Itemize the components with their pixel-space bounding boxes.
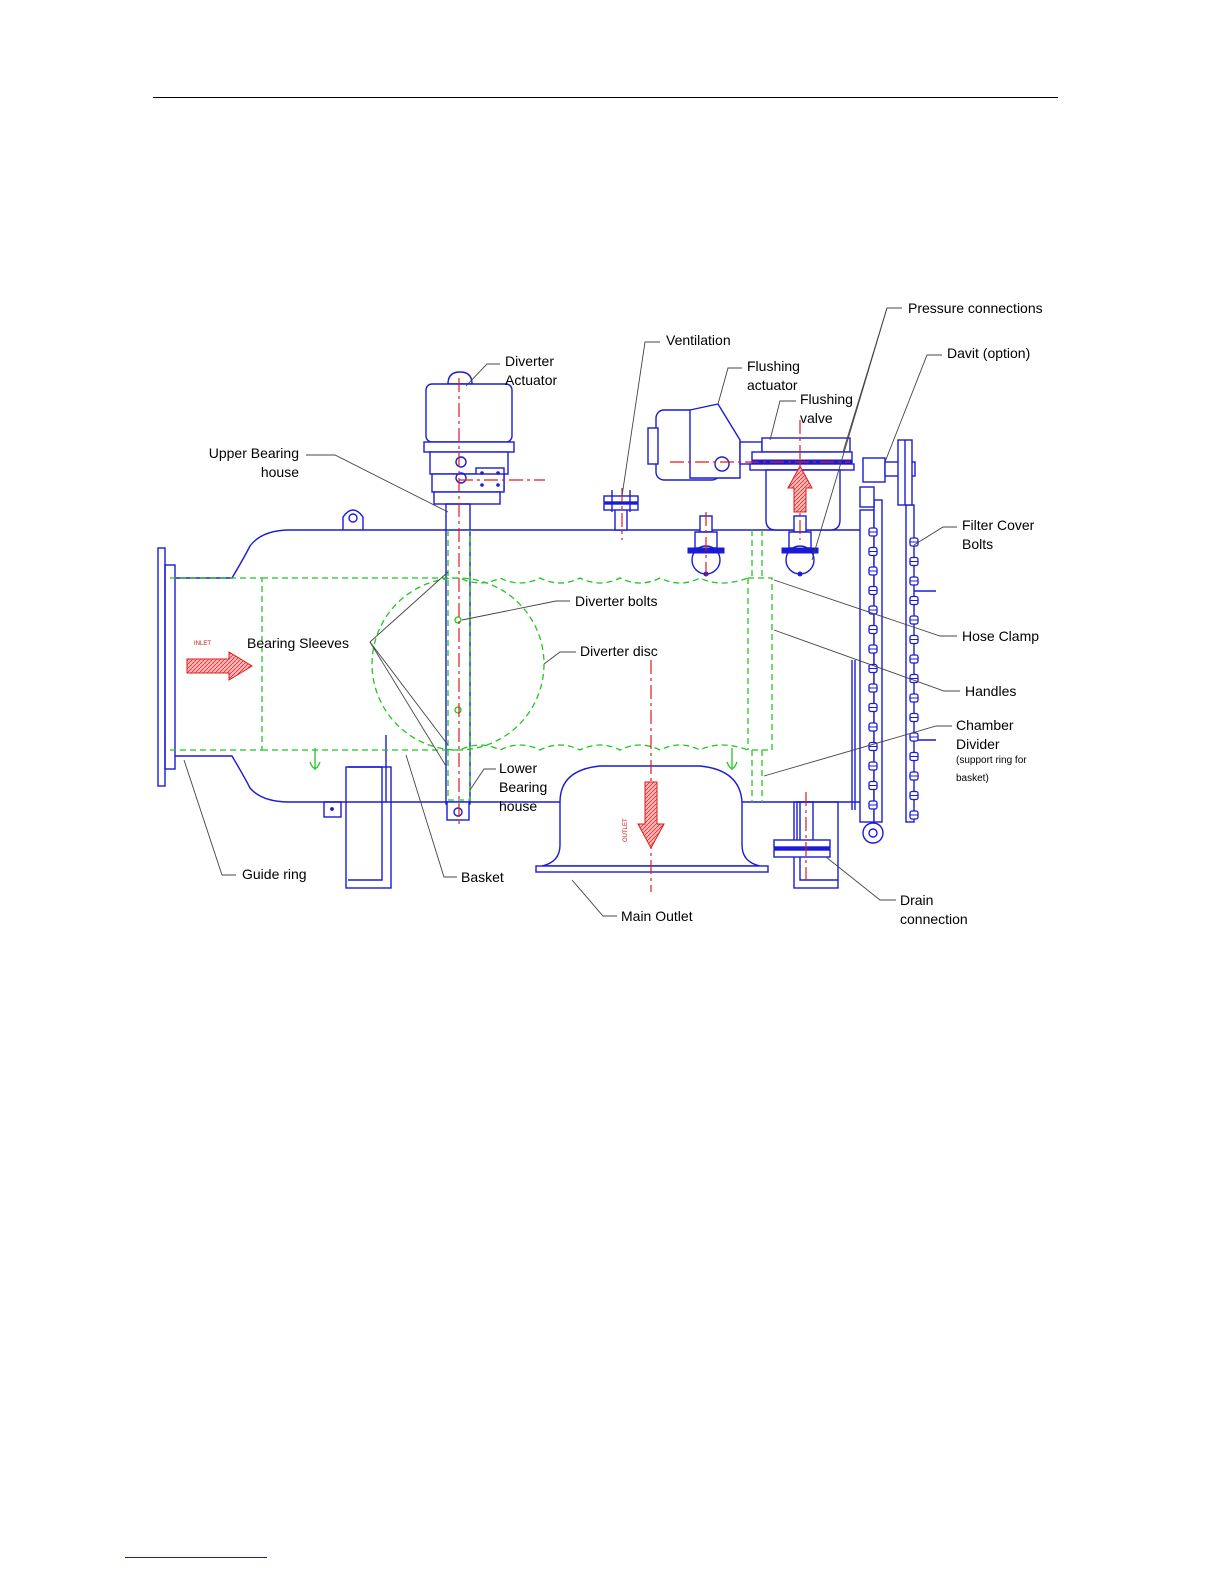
guide-ring-hooks bbox=[309, 748, 738, 770]
cover-bolt bbox=[868, 722, 878, 732]
label-hose-clamp: Hose Clamp bbox=[962, 628, 1039, 644]
label-diverter-disc: Diverter disc bbox=[580, 643, 658, 659]
label-filter-cover-bolts-2: Bolts bbox=[962, 536, 993, 552]
label-chamber-divider-2: Divider bbox=[956, 736, 1000, 752]
label-flushing-valve-2: valve bbox=[800, 410, 833, 426]
filter-cover bbox=[851, 499, 936, 844]
leader-lines bbox=[183, 307, 960, 917]
filter-cover-bolts-left bbox=[868, 527, 878, 810]
cover-bolt bbox=[868, 585, 878, 596]
label-basket: Basket bbox=[461, 869, 504, 885]
label-filter-cover-bolts-1: Filter Cover bbox=[962, 517, 1035, 533]
cover-bolt bbox=[909, 732, 919, 742]
label-lower-bearing-house-3: house bbox=[499, 798, 537, 814]
cover-bolt bbox=[909, 712, 919, 723]
pressure-connection-right bbox=[781, 515, 819, 577]
label-flushing-valve-1: Flushing bbox=[800, 391, 853, 407]
cover-bolt bbox=[909, 810, 919, 820]
label-flushing-actuator-1: Flushing bbox=[747, 358, 800, 374]
cover-bolt bbox=[909, 790, 919, 801]
inlet-flow-arrow: INLET bbox=[186, 641, 253, 681]
label-lower-bearing-house-1: Lower bbox=[499, 760, 537, 776]
diverter-disc bbox=[371, 577, 545, 751]
label-diverter-bolts: Diverter bolts bbox=[575, 593, 657, 609]
cover-bolt bbox=[909, 595, 919, 606]
cover-bolt bbox=[909, 693, 919, 703]
diverter-actuator bbox=[423, 371, 515, 821]
cover-bolt bbox=[868, 624, 878, 635]
basket-internals bbox=[170, 530, 773, 802]
footer-rule bbox=[125, 1557, 267, 1558]
label-lower-bearing-house-2: Bearing bbox=[499, 779, 547, 795]
cover-bolt bbox=[868, 605, 878, 615]
label-upper-bearing-house-1: Upper Bearing bbox=[209, 445, 299, 461]
label-upper-bearing-house-2: house bbox=[261, 464, 299, 480]
inlet-tag: INLET bbox=[194, 641, 211, 647]
label-handles: Handles bbox=[965, 683, 1016, 699]
cover-bolt bbox=[868, 702, 878, 713]
cover-bolt bbox=[868, 800, 878, 810]
davit bbox=[859, 439, 916, 508]
cover-bolt bbox=[868, 780, 878, 791]
label-chamber-divider-1: Chamber bbox=[956, 717, 1014, 733]
cover-bolt bbox=[909, 576, 919, 586]
cover-bolt bbox=[868, 546, 878, 557]
label-chamber-divider-4: basket) bbox=[956, 773, 989, 784]
cover-bolt bbox=[868, 761, 878, 771]
label-diverter-actuator-2: Actuator bbox=[505, 372, 557, 388]
label-chamber-divider-3: (support ring for bbox=[956, 755, 1027, 766]
label-guide-ring: Guide ring bbox=[242, 866, 307, 882]
support-saddles bbox=[345, 735, 839, 889]
cover-bolt bbox=[868, 566, 878, 576]
cover-bolt bbox=[868, 741, 878, 752]
cover-bolt bbox=[868, 527, 878, 537]
label-drain-connection-1: Drain bbox=[900, 892, 933, 908]
header-rule bbox=[153, 97, 1058, 98]
cover-bolt bbox=[909, 615, 919, 625]
filter-cover-bolts-right bbox=[909, 537, 919, 820]
cover-bolt bbox=[868, 683, 878, 693]
cover-bolt bbox=[909, 556, 919, 567]
label-flushing-actuator-2: actuator bbox=[747, 377, 798, 393]
drain-connection-nozzle bbox=[773, 801, 831, 858]
cover-bolt bbox=[909, 654, 919, 664]
cover-bolt bbox=[909, 634, 919, 645]
vessel-body bbox=[157, 509, 860, 818]
cover-bolt bbox=[909, 751, 919, 762]
label-main-outlet: Main Outlet bbox=[621, 908, 693, 924]
label-ventilation: Ventilation bbox=[666, 332, 731, 348]
cover-bolt bbox=[909, 771, 919, 781]
ventilation-nozzle bbox=[603, 490, 639, 531]
label-diverter-actuator-1: Diverter bbox=[505, 353, 554, 369]
outlet-tag: OUTLET bbox=[623, 818, 629, 842]
flushing-flow-arrow bbox=[787, 464, 813, 513]
outlet-flow-arrow: OUTLET bbox=[623, 781, 665, 850]
cover-bolt bbox=[868, 644, 878, 654]
label-bearing-sleeves: Bearing Sleeves bbox=[247, 635, 349, 651]
label-drain-connection-2: connection bbox=[900, 911, 968, 927]
component-labels: Diverter Actuator Upper Bearing house Ve… bbox=[209, 300, 1043, 927]
label-pressure-connections: Pressure connections bbox=[908, 300, 1043, 316]
label-davit: Davit (option) bbox=[947, 345, 1030, 361]
